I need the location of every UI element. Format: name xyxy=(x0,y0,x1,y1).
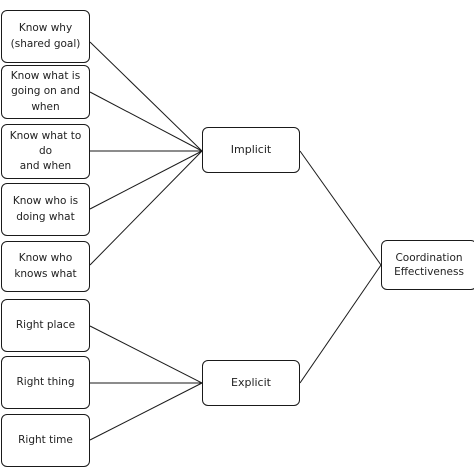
connector-line xyxy=(89,150,203,210)
connector-line xyxy=(89,41,203,152)
connector-line xyxy=(89,325,203,384)
factor-box-right-thing: Right thing xyxy=(1,356,90,409)
explicit-box: Explicit xyxy=(202,360,300,406)
factor-label: Know why (shared goal) xyxy=(10,22,81,50)
coordination-effectiveness-box: Coordination Effectiveness xyxy=(381,240,474,290)
factor-label: Right place xyxy=(15,318,76,331)
factor-label: Right time xyxy=(18,433,73,446)
factor-label: Know what to do and when xyxy=(9,129,82,173)
connector-line xyxy=(299,264,382,384)
factor-label: Know who knows what xyxy=(14,252,77,280)
factor-box-know-why: Know why (shared goal) xyxy=(1,10,90,63)
factor-box-know-what-going-on: Know what is going on and when xyxy=(1,65,90,119)
connector-line xyxy=(89,382,203,441)
connector-line xyxy=(299,150,382,266)
implicit-box: Implicit xyxy=(202,127,300,173)
factor-label: Right thing xyxy=(16,375,75,388)
factor-box-right-place: Right place xyxy=(1,299,90,352)
factor-box-know-who-doing: Know who is doing what xyxy=(1,183,90,236)
factor-box-know-what-to-do: Know what to do and when xyxy=(1,124,90,179)
factor-box-know-who-knows: Know who knows what xyxy=(1,241,90,292)
factor-label: Know what is going on and when xyxy=(10,70,81,113)
explicit-label: Explicit xyxy=(231,376,271,390)
connector-line xyxy=(89,91,203,152)
implicit-label: Implicit xyxy=(230,143,272,157)
connector-line xyxy=(89,150,203,266)
factor-label: Know who is doing what xyxy=(12,195,79,223)
outcome-label: Coordination Effectiveness xyxy=(394,251,464,278)
factor-box-right-time: Right time xyxy=(1,414,90,467)
